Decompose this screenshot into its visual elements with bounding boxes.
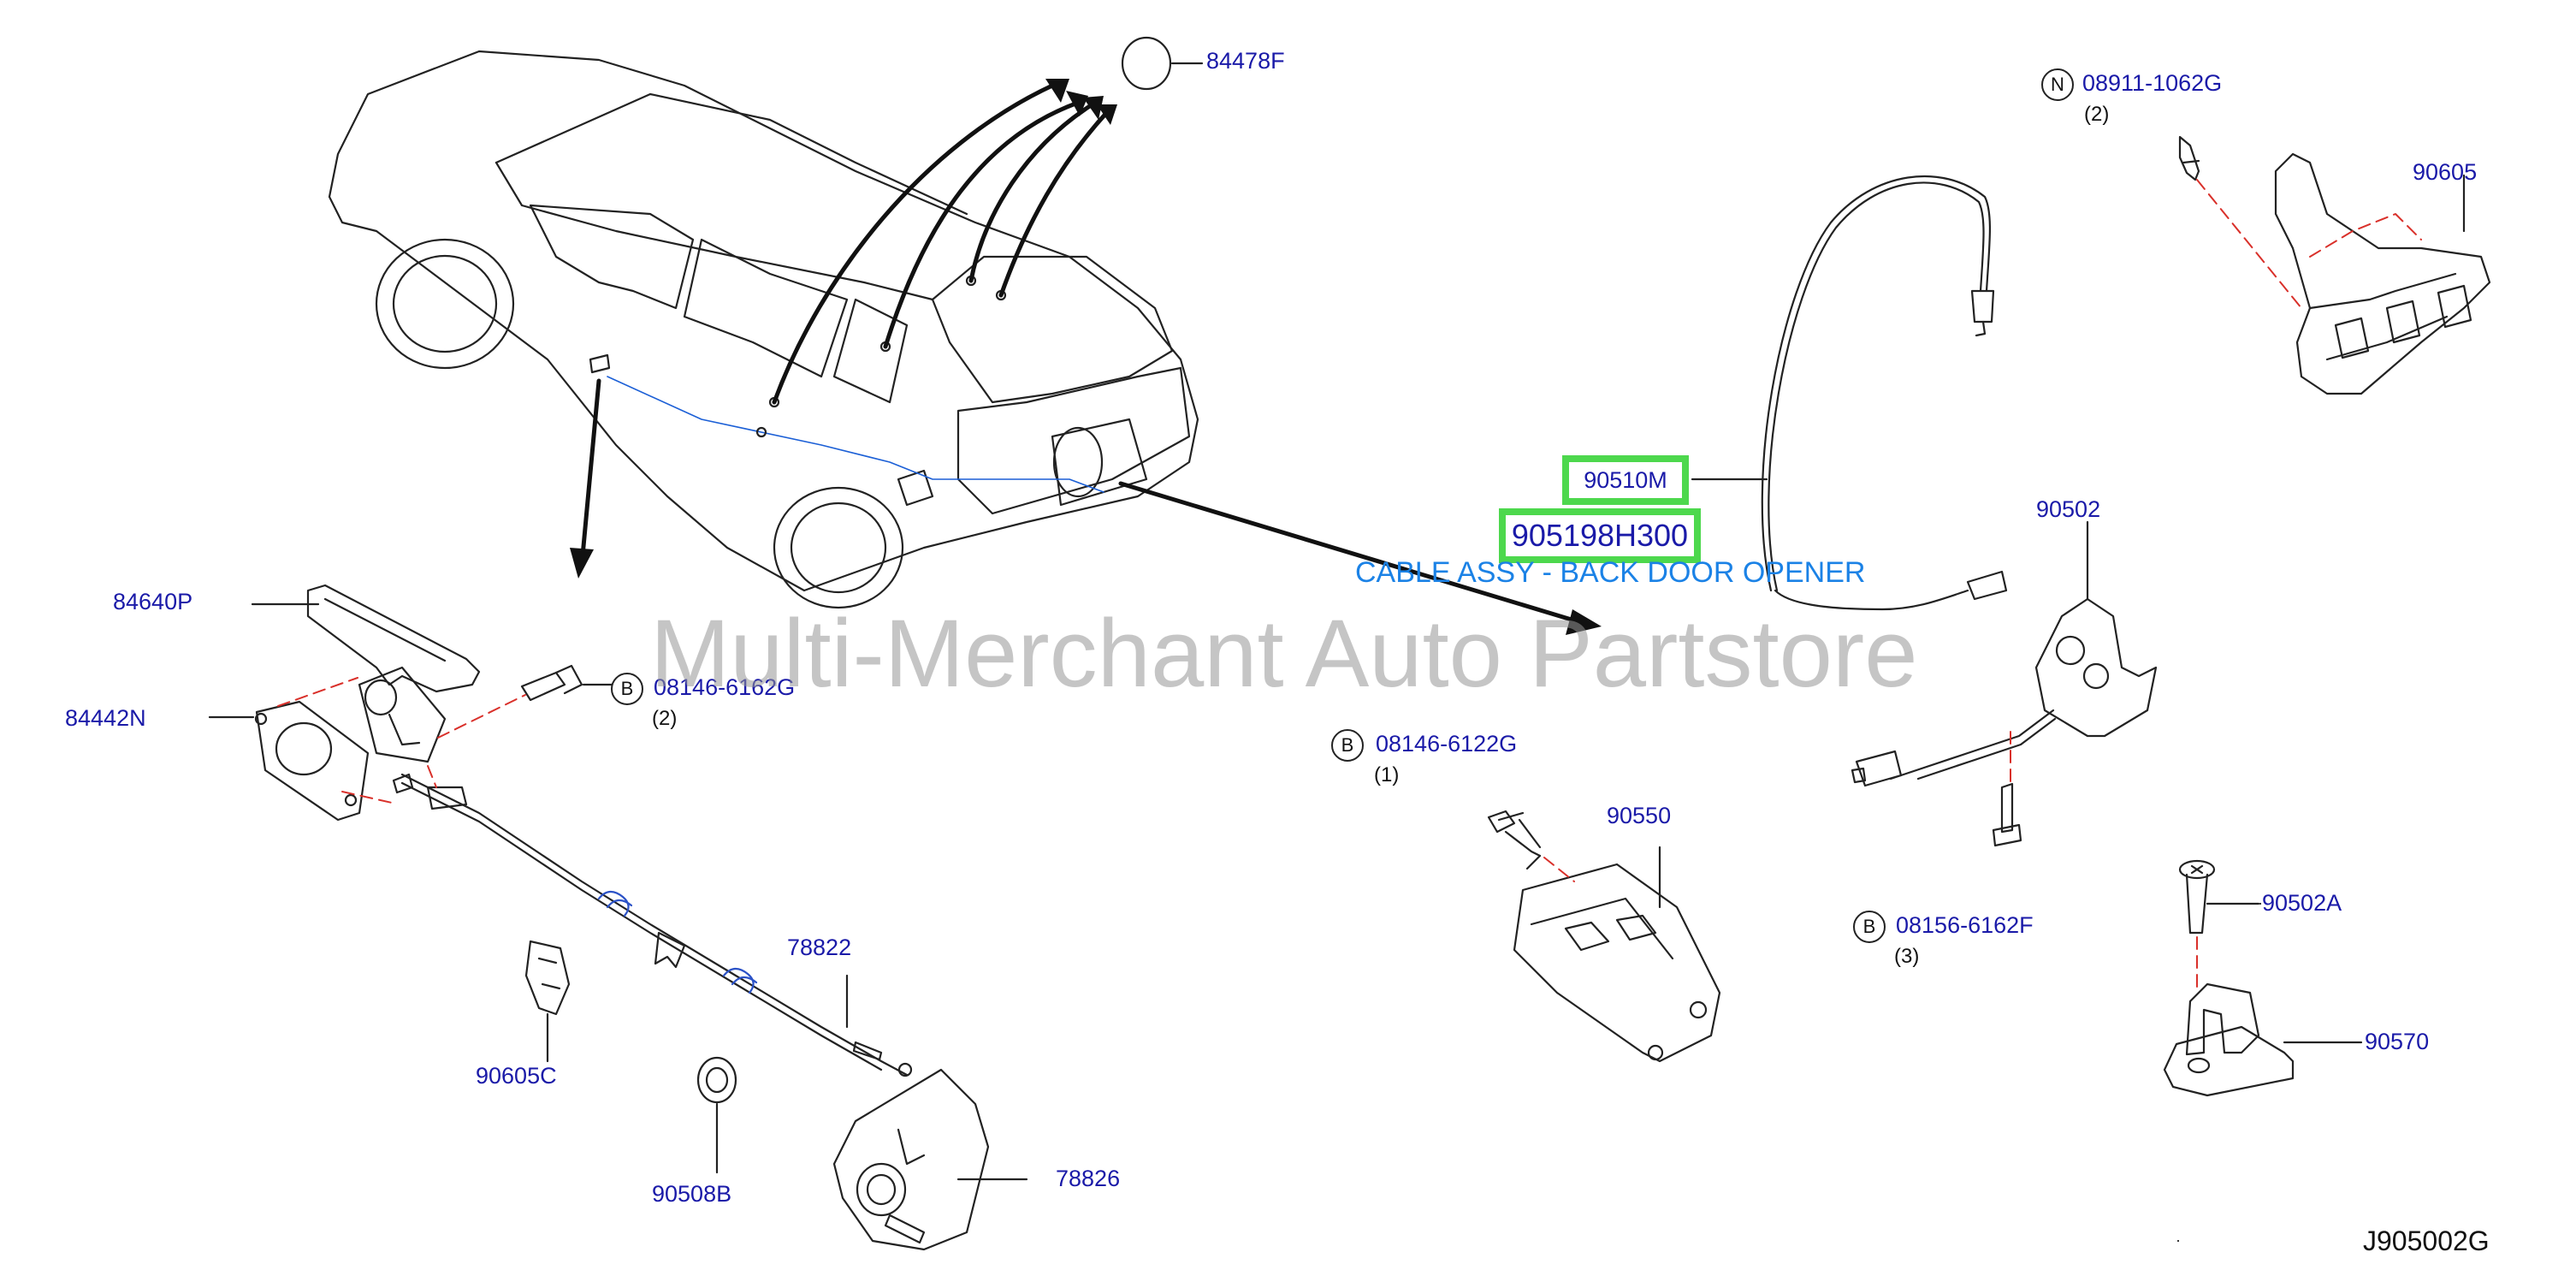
callout-90570: 90570 [2365,1029,2430,1054]
highlight-part-number-small[interactable]: 90510M [1562,455,1689,505]
fastener-type-badge: B [1331,729,1364,762]
striker-90570-drawing [2163,859,2363,1097]
callout-90508B: 90508B [652,1181,732,1207]
quantity-08146-6122G: (1) [1374,763,1400,786]
fastener-type-badge: N [2041,68,2074,101]
quantity-08156-6162F: (3) [1894,945,1920,968]
quantity-08146-6162G: (2) [652,707,678,730]
vehicle-illustration [328,50,1199,609]
callout-90502: 90502 [2036,496,2101,522]
callout-90605C: 90605C [476,1063,557,1089]
quantity-08911-1062G: (2) [2084,103,2110,126]
fastener-type-badge: B [1853,911,1886,943]
part-description: CABLE ASSY - BACK DOOR OPENER [1355,556,1866,589]
cable-assy-drawing [1691,175,2008,611]
fastener-type-badge: B [611,673,643,705]
callout-08911-1062G: 08911-1062G [2082,70,2223,96]
cap-84478F-drawing [1121,36,1204,91]
callout-08146-6122G: 08146-6122G [1376,731,1518,757]
latch-90502-drawing [1851,520,2158,847]
callout-08146-6162G: 08146-6162G [654,674,796,700]
callout-84640P: 84640P [113,589,193,614]
callout-08156-6162F: 08156-6162F [1896,912,2034,938]
switch-90605-drawing [2178,135,2491,395]
highlight-part-number-large[interactable]: 905198H300 [1499,508,1701,563]
arrows [579,83,1585,626]
callout-90605: 90605 [2413,159,2478,185]
callout-90550: 90550 [1607,803,1672,828]
handle-assembly-drawing [208,584,1028,1251]
diagram-code: J905002G [2363,1225,2490,1256]
callout-78822: 78822 [787,935,852,960]
callout-84442N: 84442N [65,705,146,731]
callout-90502A: 90502A [2262,890,2342,916]
callout-84478F: 84478F [1206,48,1285,74]
callout-78826: 78826 [1056,1166,1121,1191]
actuator-90550-drawing [1487,810,1721,1063]
watermark: Multi-Merchant Auto Partstore [650,600,1918,707]
